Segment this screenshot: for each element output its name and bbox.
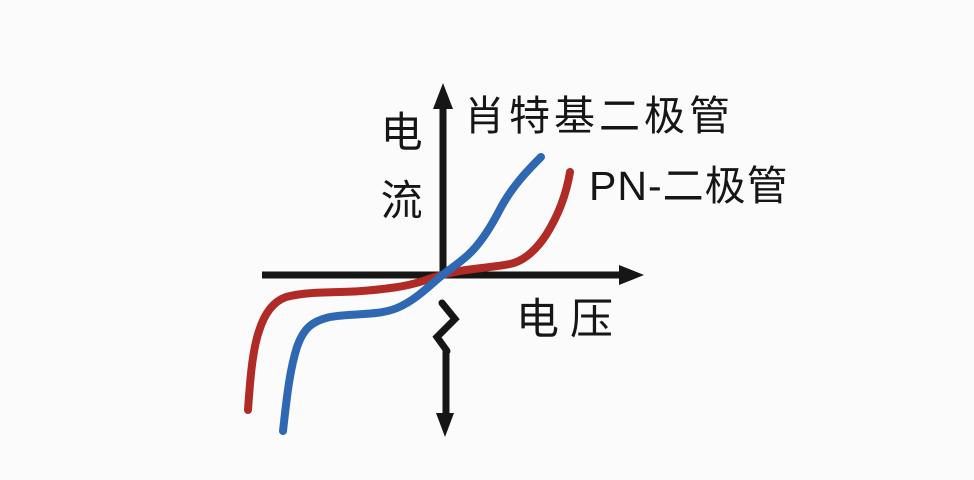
y-axis-label: 电流 [375, 110, 423, 246]
series-label-schottky: 肖特基二极管 [464, 93, 734, 139]
schottky-diode-curve [279, 153, 545, 435]
series-label-pn: PN-二极管 [589, 163, 789, 209]
x-axis-arrow-icon [619, 265, 644, 285]
axis-break-zigzag-icon [432, 299, 460, 355]
x-axis-label: 电压 [516, 296, 624, 344]
pn-diode-curve [244, 168, 574, 414]
y-axis-arrow-icon [433, 83, 453, 109]
negative-y-axis-arrow-icon [436, 413, 454, 437]
